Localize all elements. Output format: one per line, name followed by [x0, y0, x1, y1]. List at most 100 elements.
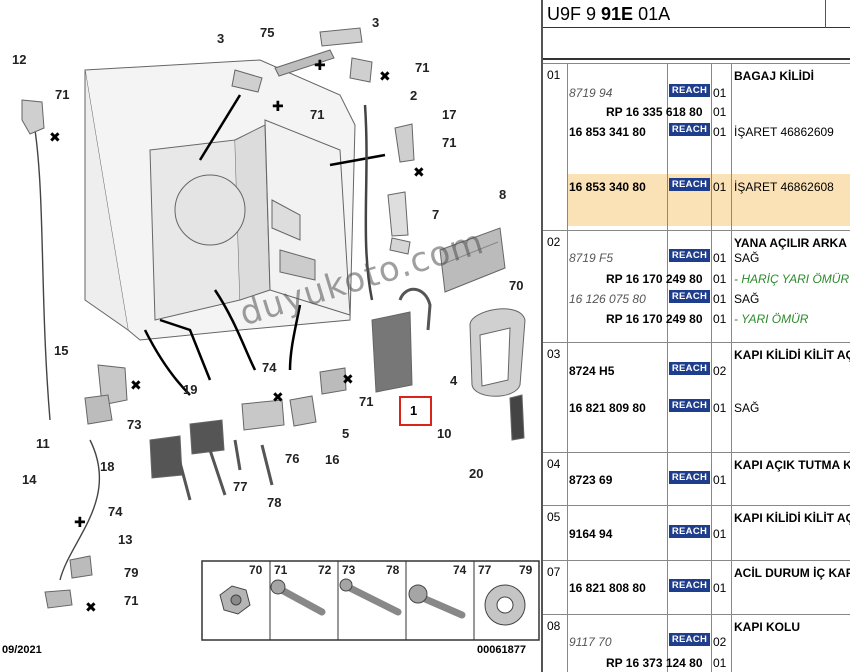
part-number[interactable]: 16 821 808 80	[569, 581, 646, 595]
part-remark: İŞARET 46862609	[734, 125, 834, 139]
callout-10[interactable]: 10	[437, 426, 452, 441]
group-title: ACİL DURUM İÇ KAF	[734, 566, 850, 580]
quantity: 01	[713, 581, 727, 595]
part-number[interactable]: 8724 H5	[569, 364, 615, 378]
part-number[interactable]: 9117 70	[569, 635, 612, 649]
callout-78[interactable]: 78	[267, 495, 282, 510]
part-number[interactable]: RP 16 170 249 80	[606, 272, 703, 286]
part-number[interactable]: RP 16 335 618 80	[606, 105, 703, 119]
diagram-date: 09/2021	[2, 644, 42, 656]
quantity: 01	[713, 125, 727, 139]
part-remark: SAĞ	[734, 401, 760, 415]
part-number[interactable]: 16 126 075 80	[569, 292, 646, 306]
callout-79[interactable]: 79	[124, 565, 139, 580]
group-number: 05	[547, 510, 561, 524]
callout-2[interactable]: 2	[410, 88, 418, 103]
part-remark: SAĞ	[734, 292, 760, 306]
callout-7[interactable]: 7	[432, 207, 440, 222]
callout-3b[interactable]: 3	[372, 15, 380, 30]
callout-19[interactable]: 19	[183, 382, 198, 397]
part-number[interactable]: RP 16 170 249 80	[606, 312, 703, 326]
group-number: 01	[547, 68, 561, 82]
group-title: KAPI KOLU	[734, 620, 800, 634]
quantity: 01	[713, 656, 727, 670]
part-number[interactable]: RP 16 373 124 80	[606, 656, 703, 670]
group-number: 04	[547, 457, 561, 471]
reach-badge: REACH	[669, 399, 710, 412]
callout-75[interactable]: 75	[260, 25, 275, 40]
callout-17[interactable]: 17	[442, 107, 457, 122]
callout-12[interactable]: 12	[12, 52, 27, 67]
part-number[interactable]: 8723 69	[569, 473, 613, 487]
part-number[interactable]: 16 821 809 80	[569, 401, 646, 415]
part-remark: İŞARET 46862608	[734, 180, 834, 194]
legend-label-70: 70	[249, 563, 263, 577]
callout-3[interactable]: 3	[217, 31, 225, 46]
part-remark: - YARI ÖMÜR	[734, 312, 809, 326]
svg-text:✚: ✚	[314, 58, 326, 74]
diagram-reference: 00061877	[477, 644, 526, 656]
group-number: 07	[547, 565, 561, 579]
reach-badge: REACH	[669, 633, 710, 646]
part-number[interactable]: 16 853 341 80	[569, 125, 646, 139]
callout-76[interactable]: 76	[285, 451, 300, 466]
reach-badge: REACH	[669, 579, 710, 592]
callout-16[interactable]: 16	[325, 452, 340, 467]
callout-73[interactable]: 73	[127, 417, 142, 432]
group-title: KAPI KİLİDİ KİLİT AÇ	[734, 511, 850, 525]
diagram-drawing: ✖ ✚ ✚ ✖ ✖ ✖ ✖ ✖ ✚ ✖	[21, 27, 540, 641]
part-number[interactable]: 9164 94	[569, 527, 613, 541]
callout-71[interactable]: 71	[55, 87, 70, 102]
callout-14[interactable]: 14	[22, 472, 37, 487]
part-number[interactable]: 8719 94	[569, 86, 613, 100]
svg-text:✖: ✖	[379, 69, 391, 85]
reach-badge: REACH	[669, 249, 710, 262]
quantity: 01	[713, 401, 727, 415]
part-number[interactable]: 16 853 340 80	[569, 180, 646, 194]
callout-1[interactable]: 1	[410, 403, 418, 418]
callout-20[interactable]: 20	[469, 466, 484, 481]
svg-text:✖: ✖	[342, 372, 354, 388]
callout-77[interactable]: 77	[233, 479, 248, 494]
svg-text:✚: ✚	[272, 99, 284, 115]
callout-71e[interactable]: 71	[359, 394, 374, 409]
callout-74b[interactable]: 74	[108, 504, 123, 519]
reach-badge: REACH	[669, 471, 710, 484]
callout-11[interactable]: 11	[36, 436, 50, 451]
callout-74[interactable]: 74	[262, 360, 277, 375]
callout-4[interactable]: 4	[450, 373, 458, 388]
reach-badge: REACH	[669, 290, 710, 303]
selected-part-box[interactable]	[399, 396, 432, 426]
callout-71d[interactable]: 71	[442, 135, 457, 150]
callout-71b[interactable]: 71	[415, 60, 430, 75]
callout-18[interactable]: 18	[100, 459, 115, 474]
part-number[interactable]: 8719 F5	[569, 251, 614, 265]
callout-8[interactable]: 8	[499, 187, 507, 202]
callout-70[interactable]: 70	[509, 278, 524, 293]
callout-71f[interactable]: 71	[124, 593, 139, 608]
callout-13[interactable]: 13	[118, 532, 133, 547]
part-row[interactable]: RP 16 373 124 80 01	[543, 652, 850, 672]
callout-71c[interactable]: 71	[310, 107, 325, 122]
callout-15[interactable]: 15	[54, 343, 69, 358]
callout-5[interactable]: 5	[342, 426, 350, 441]
